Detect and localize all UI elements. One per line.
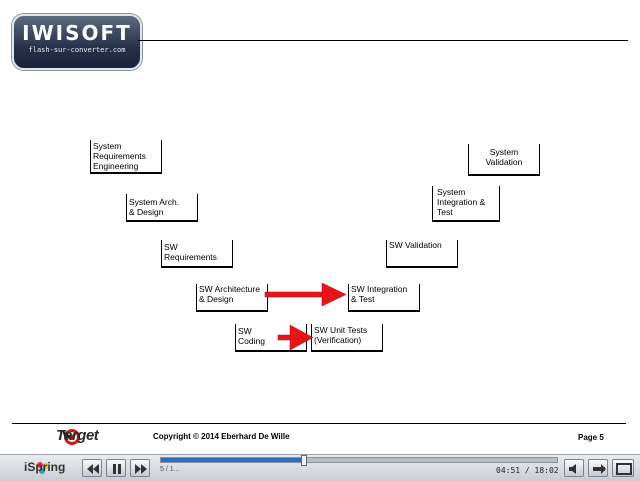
box-system-validation: System Validation (468, 144, 540, 176)
pause-button[interactable] (106, 459, 126, 477)
prev-icon (87, 464, 99, 474)
box-sw-unit-tests: SW Unit Tests (Verification) (311, 324, 383, 352)
seek-bar-progress (161, 458, 304, 462)
box-sw-architecture-design: SW Architecture & Design (196, 284, 268, 312)
slide-counter: 5 / 1... (160, 466, 180, 473)
header-divider (138, 40, 628, 41)
volume-button[interactable] (564, 459, 584, 477)
seek-bar[interactable] (160, 457, 558, 463)
fullscreen-icon (616, 463, 632, 475)
box-sw-integration-test: SW Integration & Test (348, 284, 420, 312)
box-system-integration-test: System Integration & Test (432, 186, 500, 222)
seek-bar-thumb[interactable] (300, 455, 307, 466)
box-system-requirements-engineering: System Requirements Engineering (90, 140, 162, 174)
logo-brand: IWISOFT (22, 21, 132, 45)
page-number: Page 5 (578, 433, 604, 442)
copyright-text: Copyright © 2014 Eberhard De Wille (153, 432, 290, 441)
playback-time: 04:51 / 18:02 (496, 466, 559, 475)
prev-button[interactable] (82, 459, 102, 477)
box-sw-requirements: SW Requirements (161, 240, 233, 268)
box-sw-validation: SW Validation (386, 240, 458, 268)
logo-tagline: flash-sur-converter.com (28, 46, 126, 54)
box-system-arch-design: System Arch. & Design (126, 194, 198, 222)
target-brand: Target (56, 427, 99, 444)
next-icon (135, 464, 147, 474)
ispring-brand: iSpring (24, 460, 66, 474)
pause-icon (113, 464, 121, 474)
ispring-logo-icon (37, 462, 49, 474)
settings-icon (593, 464, 606, 474)
slide: IWISOFT flash-sur-converter.com System R… (12, 14, 628, 445)
settings-button[interactable] (588, 459, 608, 477)
target-logo-icon (62, 429, 80, 445)
footer-divider (12, 423, 626, 424)
volume-icon (569, 464, 576, 474)
next-button[interactable] (130, 459, 150, 477)
box-sw-coding: SW Coding (235, 324, 307, 352)
iwisoft-logo: IWISOFT flash-sur-converter.com (12, 14, 142, 70)
fullscreen-button[interactable] (612, 459, 634, 477)
